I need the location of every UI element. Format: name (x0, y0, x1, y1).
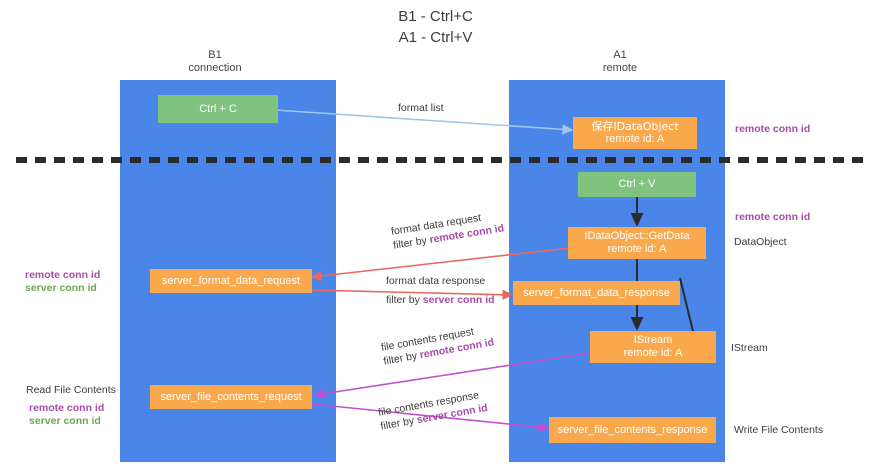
annotation-read-file-contents: Read File Contents (26, 384, 116, 396)
box-server-file-contents-response-label: server_file_contents_response (557, 423, 708, 436)
edge-label-file-contents-response: file contents response filter by server … (377, 387, 489, 433)
edge-label-file-contents-request: file contents request filter by remote c… (380, 322, 495, 369)
box-server-format-data-response[interactable]: server_format_data_response (513, 281, 680, 305)
box-server-format-data-request[interactable]: server_format_data_request (150, 269, 312, 293)
box-istream-remote-id: remote id: A (623, 347, 683, 359)
box-istream-label: IStream (633, 334, 673, 346)
box-ctrl-v-label: Ctrl + V (618, 178, 656, 190)
box-server-file-contents-request[interactable]: server_file_contents_request (150, 385, 312, 409)
filter-prefix-2: filter by (386, 294, 423, 306)
lane-b1-sub: connection (188, 62, 242, 74)
box-getdata-remote-id: remote id: A (607, 243, 667, 255)
annotation-remote-conn-id-mid: remote conn id (735, 211, 811, 223)
box-save-idataobject[interactable]: 保存IDataObject remote id: A (573, 117, 697, 149)
annotation-remote-conn-id-top: remote conn id (735, 123, 811, 135)
box-server-file-contents-request-label: server_file_contents_request (160, 390, 302, 403)
annotation-left-remote-conn-id-mid: remote conn id (25, 269, 101, 281)
box-ctrl-c[interactable]: Ctrl + C (158, 95, 278, 123)
box-save-idataobject-label: 保存IDataObject (591, 120, 679, 133)
edge-label-format-data-request: format data request filter by remote con… (390, 207, 505, 252)
edge-label-format-list: format list (398, 102, 444, 114)
box-server-format-data-response-label: server_format_data_response (523, 286, 670, 299)
edge-label-format-data-response-line2: filter by server conn id (386, 293, 495, 307)
box-ctrl-v[interactable]: Ctrl + V (578, 172, 696, 197)
filter-key-2: server conn id (422, 294, 495, 306)
box-server-format-data-request-label: server_format_data_request (161, 274, 301, 287)
edge-label-format-data-response-line1: format data response (386, 275, 486, 287)
lane-header-b1: B1 connection (150, 49, 280, 75)
annotation-left-server-conn-id-bottom: server conn id (29, 415, 101, 427)
box-server-file-contents-response[interactable]: server_file_contents_response (549, 417, 716, 443)
annotation-dataobject: DataObject (734, 236, 787, 248)
annotation-left-remote-conn-id-bottom: remote conn id (29, 402, 105, 414)
lane-b1-name: B1 (208, 49, 222, 61)
box-ctrl-c-label: Ctrl + C (199, 102, 237, 115)
lane-a1-name: A1 (613, 49, 627, 61)
box-save-idataobject-remote-id: remote id: A (605, 133, 665, 145)
annotation-left-server-conn-id-mid: server conn id (25, 282, 97, 294)
box-getdata-label: IDataObject::GetData (584, 230, 690, 242)
lane-a1-sub: remote (602, 62, 638, 74)
annotation-write-file-contents: Write File Contents (734, 424, 824, 436)
title-line-2: A1 - Ctrl+V (398, 29, 473, 46)
box-istream[interactable]: IStream remote id: A (590, 331, 716, 363)
edge-label-format-data-response: format data response filter by server co… (386, 274, 495, 307)
title-line-1: B1 - Ctrl+C (398, 8, 473, 25)
lane-header-a1: A1 remote (555, 49, 685, 75)
box-getdata[interactable]: IDataObject::GetData remote id: A (568, 227, 706, 259)
annotation-istream: IStream (731, 342, 768, 354)
diagram-title: B1 - Ctrl+C A1 - Ctrl+V (0, 6, 871, 48)
